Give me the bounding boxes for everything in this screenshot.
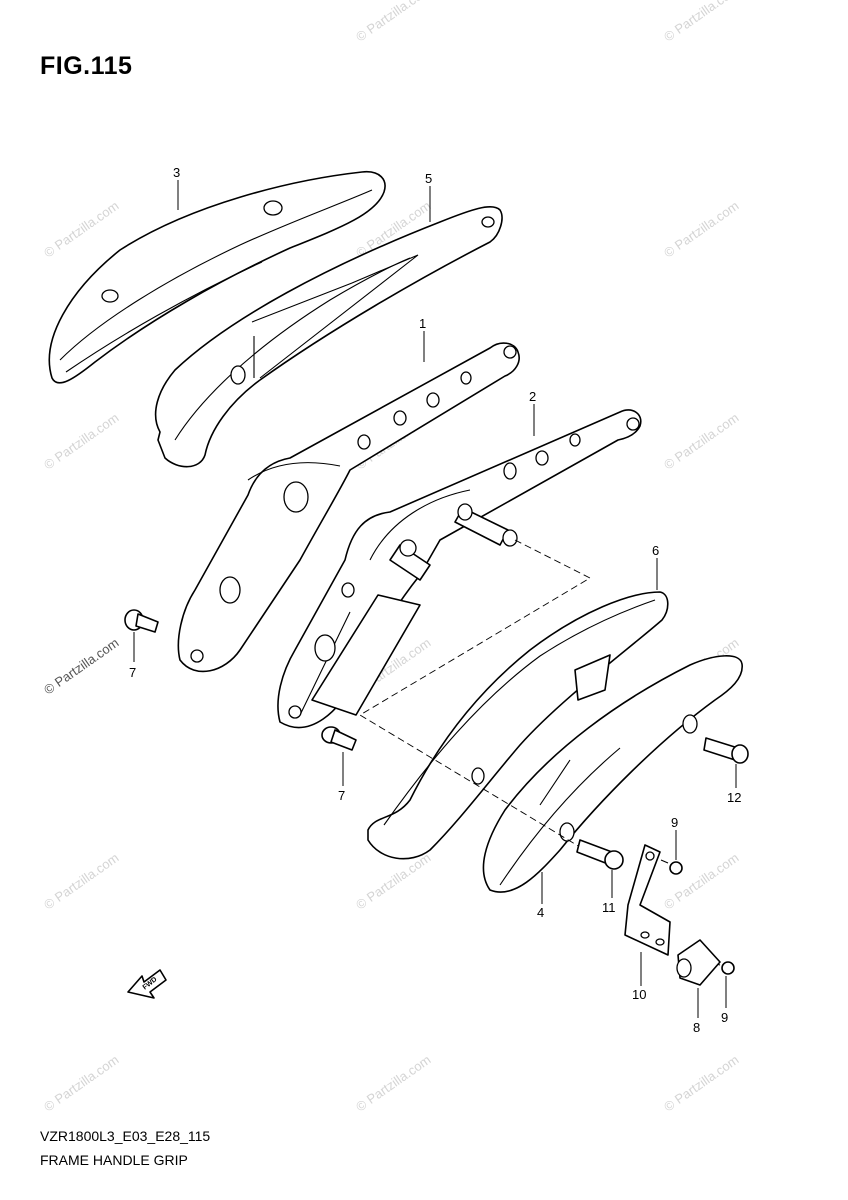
callout-12: 12 [727, 790, 741, 805]
forward-arrow-icon: FWD [127, 969, 167, 999]
watermark: © Partzilla.com [353, 0, 433, 44]
callout-2: 2 [529, 389, 536, 404]
part-7-bolt-left [124, 609, 159, 633]
watermark: © Partzilla.com [41, 410, 121, 473]
part-11-bolt [576, 839, 624, 870]
part-2-lower-frame-bracket [277, 409, 642, 729]
part-9-screw-lower [709, 961, 735, 975]
part-3-upper-grip-cover [48, 170, 386, 384]
part-6-right-grip-body [367, 591, 669, 860]
callout-1: 1 [419, 316, 426, 331]
callout-3: 3 [173, 165, 180, 180]
watermark: © Partzilla.com [661, 410, 741, 473]
watermark: © Partzilla.com [41, 850, 121, 913]
callout-5: 5 [425, 171, 432, 186]
watermark: © Partzilla.com [661, 0, 741, 44]
watermark: © Partzilla.com [661, 850, 741, 913]
watermark: © Partzilla.com [661, 198, 741, 261]
callout-11: 11 [602, 900, 616, 915]
part-8-clamp [676, 939, 721, 986]
watermark: © Partzilla.com [353, 850, 433, 913]
callout-9-lower: 9 [721, 1010, 728, 1025]
part-7-bolt-center [321, 726, 357, 751]
diagram-name: FRAME HANDLE GRIP [40, 1152, 188, 1168]
part-9-screw-upper [660, 859, 683, 875]
callout-9-upper: 9 [671, 815, 678, 830]
diagram-code: VZR1800L3_E03_E28_115 [40, 1128, 211, 1144]
callout-8: 8 [693, 1020, 700, 1035]
callout-4: 4 [537, 905, 544, 920]
watermark: © Partzilla.com [353, 1052, 433, 1115]
part-12-bolt [703, 737, 749, 764]
figure-title: FIG.115 [40, 52, 133, 80]
watermark: © Partzilla.com [41, 635, 121, 698]
part-1-upper-frame-bracket [177, 342, 520, 673]
callout-7-center: 7 [338, 788, 345, 803]
watermark: © Partzilla.com [661, 1052, 741, 1115]
callout-labels: 3 5 1 2 6 7 7 12 9 4 11 10 9 8 [129, 165, 741, 1035]
leader-lines [133, 180, 737, 1018]
watermark: © Partzilla.com [41, 1052, 121, 1115]
part-4-outer-cover [482, 655, 743, 893]
callout-7-left: 7 [129, 665, 136, 680]
callout-10: 10 [632, 987, 646, 1002]
alignment-line [359, 539, 611, 866]
part-5-grip-trim [154, 206, 503, 468]
watermark: © Partzilla.com [41, 198, 121, 261]
callout-6: 6 [652, 543, 659, 558]
part-10-mounting-bracket [624, 844, 671, 956]
